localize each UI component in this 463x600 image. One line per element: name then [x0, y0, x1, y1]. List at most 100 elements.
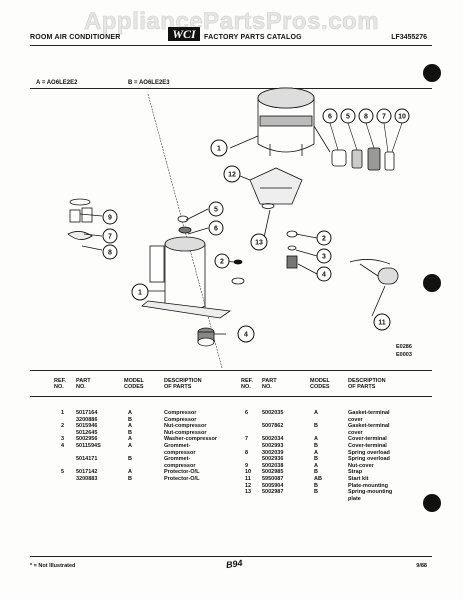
- callout-8-top: 8: [358, 108, 374, 124]
- table-cell-desc: cover: [348, 429, 363, 436]
- table-cell-part: 5002034: [262, 436, 284, 443]
- table-cell-code: A: [128, 410, 132, 416]
- table-cell-code: B: [314, 482, 318, 489]
- table-cell-code: B: [128, 476, 132, 482]
- callout-4-right: 4: [316, 266, 332, 282]
- table-cell-ref: 6: [245, 410, 249, 416]
- callout-6: 6: [208, 220, 224, 236]
- callout-1-lower: 1: [131, 283, 149, 301]
- binder-hole: [423, 494, 441, 512]
- table-cell-code: A: [314, 449, 318, 456]
- table-cell-ref: 13: [245, 489, 252, 496]
- table-cell-desc: compressor: [164, 462, 196, 469]
- logo-text: WCI: [172, 27, 197, 41]
- table-cell-desc: Strap: [348, 469, 363, 476]
- table-cell-code: A: [128, 469, 132, 476]
- svg-text:4: 4: [322, 272, 326, 279]
- table-cell-part: 5017164: [76, 410, 98, 416]
- svg-text:1: 1: [217, 146, 221, 153]
- svg-text:5: 5: [346, 114, 350, 121]
- header-product: ROOM AIR CONDITIONER: [30, 34, 121, 41]
- model-b: B = AO6LE2E3: [128, 80, 170, 86]
- table-cell-desc: Spring overload: [348, 456, 390, 463]
- table-cell-desc: Grommet-: [164, 443, 191, 449]
- table-cell-part: 5017142: [76, 469, 98, 476]
- page-number: B94: [225, 557, 244, 571]
- watermark: AppliancePartsPros.com: [83, 8, 380, 36]
- table-cell-ref: 10: [245, 469, 252, 476]
- footnote: * = Not Illustrated: [30, 563, 76, 569]
- table-cell-desc: Nut-compressor: [164, 423, 207, 430]
- table-cell-ref: 5: [61, 469, 65, 476]
- table-cell-part: 5002993: [262, 443, 284, 449]
- table-cell-part: 5002035: [262, 410, 284, 416]
- table-cell-ref: 12: [245, 482, 252, 489]
- table-cell-code: B: [314, 443, 318, 449]
- table-cell-part: 5002985: [262, 469, 284, 476]
- callout-6-top: 6: [322, 108, 338, 124]
- table-cell-part: 5011594S: [76, 443, 101, 449]
- table-cell-desc: Cover-terminal: [348, 436, 387, 443]
- binder-hole: [423, 64, 441, 82]
- callout-2-left: 2: [214, 253, 230, 269]
- table-cell-code: B: [128, 416, 132, 423]
- svg-text:5: 5: [214, 207, 218, 214]
- header-catalog-title: FACTORY PARTS CATALOG: [204, 34, 302, 41]
- callout-10: 10: [394, 108, 410, 124]
- table-cell-desc: Compressor: [164, 410, 197, 416]
- table-cell-desc: Compressor: [164, 416, 197, 423]
- header-ref-no: REF.NO.: [241, 378, 253, 391]
- table-cell-desc: Spring overload: [348, 449, 390, 456]
- table-cell-code: B: [314, 456, 318, 463]
- table-cell-desc: Spring-mounting: [348, 489, 393, 496]
- table-cell-ref: 4: [61, 443, 65, 449]
- catalog-date: 9/88: [416, 563, 427, 569]
- table-cell-desc: Plate-mounting: [348, 482, 389, 489]
- table-cell-code: A: [128, 436, 132, 443]
- table-cell-code: A: [314, 462, 318, 469]
- table-cell-ref: 11: [245, 476, 251, 482]
- table-cell-code: B: [314, 469, 318, 476]
- table-cell-part: 5014171: [76, 456, 98, 463]
- svg-text:3: 3: [322, 254, 326, 261]
- figure-code: E0286: [396, 344, 412, 350]
- callout-4-lower: 4: [237, 325, 255, 343]
- table-cell-desc: Nut-compressor: [164, 429, 207, 436]
- table-cell-desc: Gasket-terminal: [348, 423, 390, 430]
- svg-text:2: 2: [322, 236, 326, 243]
- table-cell-code: AB: [314, 476, 322, 482]
- table-cell-ref: 7: [245, 436, 249, 443]
- callout-12: 12: [223, 165, 241, 183]
- figure-code: E0003: [396, 352, 412, 358]
- table-cell-part: 5002038: [262, 462, 284, 469]
- table-cell-part: 5012645: [76, 429, 98, 436]
- callout-7-top: 7: [376, 108, 392, 124]
- binder-hole: [423, 274, 441, 292]
- svg-text:2: 2: [220, 259, 224, 266]
- table-cell-code: A: [128, 423, 132, 430]
- table-cell-part: 3200886: [76, 416, 98, 423]
- table-cell-code: B: [128, 456, 132, 463]
- table-cell-desc: Protector-O/L: [164, 469, 200, 476]
- table-cell-desc: plate: [348, 495, 361, 502]
- table-cell-desc: compressor: [164, 449, 196, 456]
- svg-text:4: 4: [244, 332, 248, 339]
- table-cell-part: 5002956: [76, 436, 98, 443]
- callout-9: 9: [102, 209, 118, 225]
- table-cell-desc: Start kit: [348, 476, 369, 482]
- table-cell-ref: 8: [245, 449, 249, 456]
- table-cell-code: B: [128, 429, 132, 436]
- table-cell-code: A: [128, 443, 132, 449]
- table-cell-desc: Washer-compressor: [164, 436, 217, 443]
- table-cell-part: 5007862: [262, 423, 284, 430]
- table-cell-code: A: [314, 410, 318, 416]
- table-cell-code: A: [314, 436, 318, 443]
- table-cell-desc: Gasket-terminal: [348, 410, 390, 416]
- table-cell-part: 5002987: [262, 489, 284, 496]
- svg-text:1: 1: [138, 290, 142, 297]
- table-cell-part: 5005904: [262, 482, 284, 489]
